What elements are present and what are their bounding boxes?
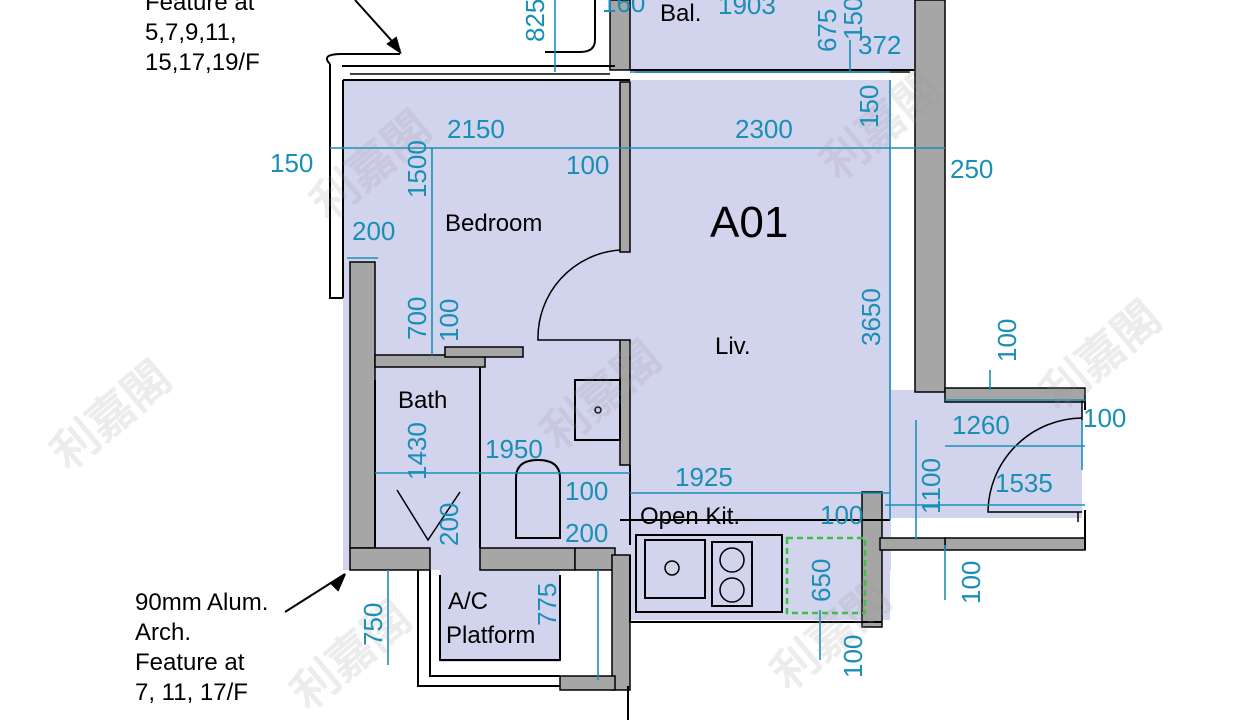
dim-2300: 2300 [735,114,793,144]
dim-100-upper-right: 100 [992,318,1022,362]
walls [349,0,1086,691]
room-living: Liv. [715,333,751,360]
dim-100-bath: 100 [565,476,609,506]
outlines [326,0,1086,687]
dim-150-top: 150 [838,0,868,40]
dim-1903: 1903 [718,0,776,20]
fixtures [396,249,1083,603]
dim-775: 775 [532,582,562,626]
dim-750: 750 [358,602,388,646]
room-ac-line1: A/C [448,588,489,615]
hatch-box [785,536,867,615]
dim-1925: 1925 [675,462,733,492]
dim-100-kitchen: 100 [820,500,864,530]
room-balcony: Bal. [660,0,702,27]
dimension-lines [330,0,1085,680]
room-bath: Bath [398,387,448,414]
note-bottom-left: 90mm Alum. Arch. Feature at 7, 11, 17/F [135,589,269,706]
dim-200-bath-right: 200 [565,518,609,548]
dim-372: 372 [858,30,902,60]
room-ac-line2: Platform [446,622,536,649]
dim-100-bedroom: 100 [434,298,464,342]
room-bedroom: Bedroom [445,210,543,237]
dim-100-right: 100 [1083,403,1127,433]
dim-2150: 2150 [447,114,505,144]
dim-100-lower-right: 100 [956,560,986,604]
dim-675: 675 [812,8,842,52]
leader-arrows [284,0,629,720]
dim-700: 700 [402,296,432,340]
dim-1430: 1430 [402,422,432,480]
dim-250: 250 [950,154,994,184]
unit-label: A01 [710,198,789,247]
dim-1950: 1950 [485,434,543,464]
dim-1100: 1100 [916,458,946,514]
note-top-left: Feature at 5,7,9,11, 15,17,19/F [145,0,260,76]
dim-825: 825 [520,0,550,42]
dim-100-center: 100 [566,150,610,180]
floor-fill [343,0,1082,662]
dim-650: 650 [806,558,836,602]
dim-150-left: 150 [270,148,314,178]
dim-160: 160 [602,0,646,18]
dim-1535: 1535 [995,468,1053,498]
dim-200-bath-left: 200 [434,502,464,546]
room-kitchen: Open Kit. [640,503,741,530]
dim-100-bottom: 100 [838,634,868,678]
dim-3650: 3650 [856,288,886,346]
dim-150-right: 150 [854,84,884,128]
dim-200-bedroom: 200 [352,216,396,246]
dim-1500: 1500 [402,140,432,198]
dim-1260: 1260 [952,410,1010,440]
